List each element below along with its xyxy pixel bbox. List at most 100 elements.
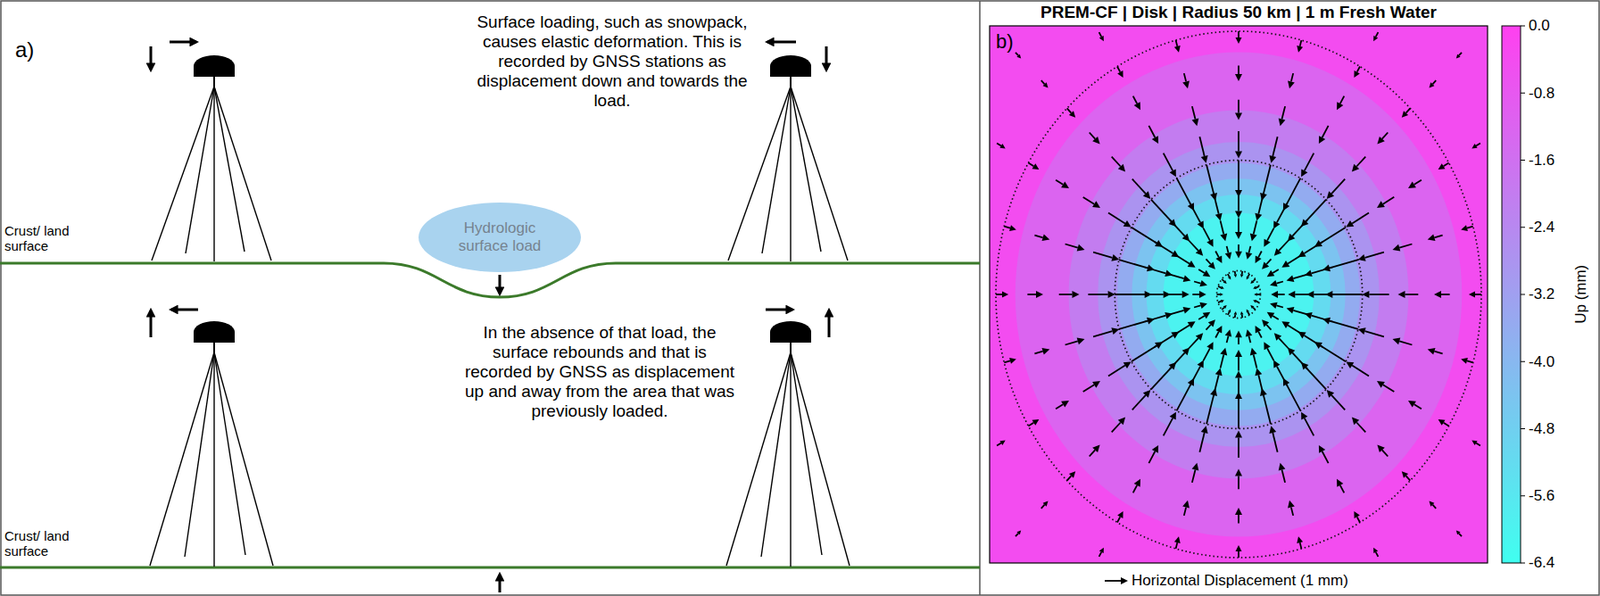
displacement-arrow (1237, 551, 1240, 558)
displacement-arrow (1357, 516, 1360, 523)
displacement-arrow (1305, 367, 1327, 390)
colorbar (1501, 25, 1521, 564)
displacement-arrow (1227, 312, 1230, 316)
displacement-arrow (1287, 325, 1300, 333)
displacement-arrow (1406, 107, 1411, 113)
displacement-arrow (1399, 244, 1412, 249)
displacement-arrow-head (1326, 389, 1335, 398)
colorbar-tick-mark (1520, 428, 1526, 430)
displacement-arrow-head (1235, 150, 1243, 158)
motion-arrow (825, 46, 829, 70)
displacement-arrow (1304, 418, 1315, 437)
displacement-arrow (1065, 244, 1078, 249)
displacement-arrow (1382, 449, 1389, 456)
displacement-arrow (1067, 107, 1072, 113)
displacement-arrow-head (1108, 290, 1116, 299)
displacement-arrow-head (1219, 233, 1227, 242)
displacement-arrow (1351, 365, 1369, 377)
displacement-arrow-head (1187, 202, 1194, 211)
legend-arrow (1104, 580, 1123, 582)
displacement-arrow (1459, 533, 1462, 537)
displacement-arrow-head (1287, 290, 1295, 299)
displacement-arrow (1206, 258, 1211, 265)
displacement-arrow (1198, 315, 1205, 320)
displacement-arrow-head (1092, 381, 1101, 389)
displacement-arrow (1365, 331, 1385, 337)
displacement-arrow-head (1468, 291, 1476, 299)
displacement-arrow-head (1099, 35, 1104, 42)
displacement-arrow-head (1255, 256, 1262, 265)
displacement-arrow (1356, 157, 1366, 167)
displacement-arrow (1163, 153, 1174, 172)
displacement-arrow-head (1254, 368, 1262, 377)
displacement-arrow (1083, 384, 1095, 392)
displacement-arrow (1351, 213, 1369, 224)
displacement-arrow (1237, 244, 1240, 252)
displacement-arrow (1215, 331, 1219, 339)
colorbar-tick: 0.0 (1528, 16, 1551, 35)
displacement-arrow (1027, 293, 1037, 296)
displacement-arrow (1237, 337, 1240, 345)
displacement-arrow-head (1273, 221, 1280, 230)
displacement-arrow (1177, 384, 1192, 412)
displacement-arrow-head (1283, 378, 1290, 387)
displacement-arrow-head (1460, 224, 1468, 232)
displacement-arrow-head (1199, 280, 1208, 287)
displacement-arrow (1376, 552, 1379, 557)
displacement-arrow-head (1263, 239, 1270, 248)
displacement-arrow (1192, 293, 1200, 296)
displacement-arrow-head (1235, 37, 1243, 44)
displacement-arrow-head (1260, 388, 1268, 397)
displacement-arrow (1093, 331, 1112, 337)
displacement-arrow (1220, 355, 1225, 369)
displacement-arrow-head (1069, 471, 1076, 479)
motion-arrow (765, 308, 793, 312)
displacement-arrow-head (1170, 250, 1179, 258)
displacement-arrow-head (1182, 233, 1190, 242)
displacement-arrow-head (1263, 341, 1270, 350)
colorbar-tick: -5.6 (1528, 487, 1555, 506)
displacement-arrow-head (1169, 412, 1177, 421)
displacement-arrow-head (1227, 309, 1231, 314)
colorbar-tick: -1.6 (1528, 151, 1555, 170)
displacement-arrow-head (1269, 280, 1278, 287)
motion-arrow (767, 41, 796, 44)
displacement-arrow-head (1077, 244, 1086, 252)
displacement-arrow-head (1043, 501, 1049, 507)
displacement-arrow-head (1235, 349, 1243, 357)
displacement-arrow-head (1219, 348, 1227, 357)
displacement-arrow-head (1427, 233, 1436, 241)
colorbar-tick: -0.8 (1528, 84, 1555, 103)
displacement-arrow (1467, 226, 1474, 229)
displacement-arrow (1368, 293, 1389, 296)
contour-band (1146, 194, 1332, 395)
displacement-arrow (1184, 507, 1186, 516)
displacement-arrow (1340, 96, 1345, 105)
displacement-arrow (1237, 398, 1240, 429)
displacement-arrow (1475, 293, 1482, 296)
displacement-arrow-head (1195, 248, 1203, 257)
displacement-arrow (1177, 256, 1190, 264)
load-label: Hydrologic surface load (446, 219, 554, 257)
displacement-arrow (1248, 273, 1251, 277)
displacement-arrow (1055, 180, 1063, 185)
displacement-arrow (1184, 73, 1186, 82)
load-ellipse: Hydrologic surface load (417, 201, 582, 274)
displacement-arrow (1237, 514, 1240, 524)
colorbar-tick: -4.8 (1528, 420, 1555, 439)
displacement-arrow (1441, 293, 1451, 296)
displacement-arrow-head (1072, 290, 1080, 299)
displacement-arrow (1257, 293, 1261, 296)
displacement-arrow-head (1215, 325, 1222, 334)
displacement-arrow (1434, 351, 1443, 355)
displacement-arrow-head (1287, 81, 1295, 90)
displacement-arrow (1304, 153, 1315, 172)
surface-label: Crust/ land surface (4, 528, 87, 560)
displacement-arrow (1206, 324, 1211, 331)
displacement-arrow (1320, 227, 1346, 244)
displacement-arrow (1234, 271, 1236, 275)
displacement-arrow-head (1042, 233, 1051, 241)
displacement-arrow (1237, 438, 1240, 458)
displacement-arrow-head (1460, 357, 1468, 365)
